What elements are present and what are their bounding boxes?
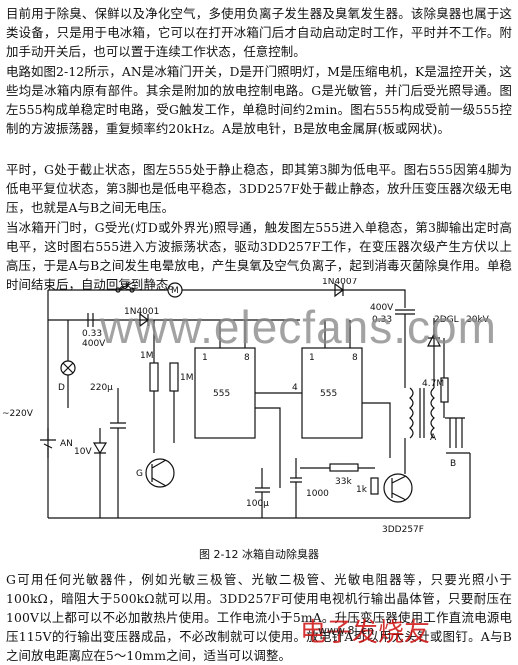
label-1m-b: 1M (180, 373, 194, 383)
label-ic1: 555 (213, 389, 230, 399)
label-b: B (450, 459, 456, 469)
label-ic2: 555 (320, 389, 337, 399)
label-pin8a: 8 (244, 353, 250, 363)
label-10v: 10V (74, 447, 92, 457)
paragraph-open-door: 当冰箱开门时，G受光(灯D或外界光)照导通，触发图左555进入单稳态，第3脚输出… (6, 220, 512, 292)
label-c1: 0.33 (82, 329, 102, 339)
label-100u: 100μ (246, 499, 269, 509)
label-1n4007: 1N4007 (322, 278, 357, 287)
watermark-url: www.8j.cn (318, 624, 375, 637)
watermark-logo: 电子发烧友 (300, 618, 431, 648)
label-c2v: 400V (370, 303, 394, 313)
paragraph-standby: 平时，G处于截止状态，图左555处于静止稳态，即其第3脚为低电平。图右555因第… (6, 162, 512, 215)
label-lamp-d: D (58, 383, 65, 393)
label-a: A (430, 433, 437, 443)
paragraph-circuit: 电路如图2-12所示，AN是冰箱门开关，D是开门照明灯，M是压缩电机，K是温控开… (6, 64, 512, 136)
label-33k: 33k (335, 477, 352, 487)
label-pin8b: 8 (352, 353, 358, 363)
paragraph-components: G可用任何光敏器件，例如光敏三极管、光敏二极管、光敏电阻器等，只要光照小于100… (6, 572, 512, 663)
label-pin1b: 1 (309, 353, 315, 363)
label-c2: 0.33 (372, 315, 392, 325)
label-3dd257f: 3DD257F (382, 525, 424, 535)
label-1k: 1k (356, 485, 368, 495)
label-c1v: 400V (82, 339, 106, 349)
label-20kv: 20kV (466, 315, 490, 325)
label-1000: 1000 (306, 489, 329, 499)
label-pin4b: 4 (292, 383, 298, 393)
label-2dgl: 2DGL (434, 315, 459, 325)
paragraph-intro: 目前用于除臭、保鲜以及净化空气，多使用负离子发生器及臭氧发生器。该除臭器也属于这… (6, 6, 512, 59)
label-4-7m: 4.7M (422, 379, 444, 389)
circuit-diagram: K M 1N4007 1N4001 0.33 400V 400V 0.33 2D… (2, 278, 490, 535)
figure-caption: 图 2-12 冰箱自动除臭器 (199, 548, 319, 561)
label-k: K (125, 281, 132, 291)
label-220u: 220μ (90, 383, 113, 393)
label-mains: ~220V (2, 409, 34, 419)
label-1m-a: 1M (140, 351, 154, 361)
label-pin1a: 1 (202, 353, 208, 363)
label-1n4001: 1N4001 (124, 307, 159, 317)
label-g: G (136, 469, 143, 479)
watermark-elecfans: www.elecfans.com (100, 301, 497, 353)
label-an: AN (60, 439, 73, 449)
label-m: M (171, 286, 179, 296)
